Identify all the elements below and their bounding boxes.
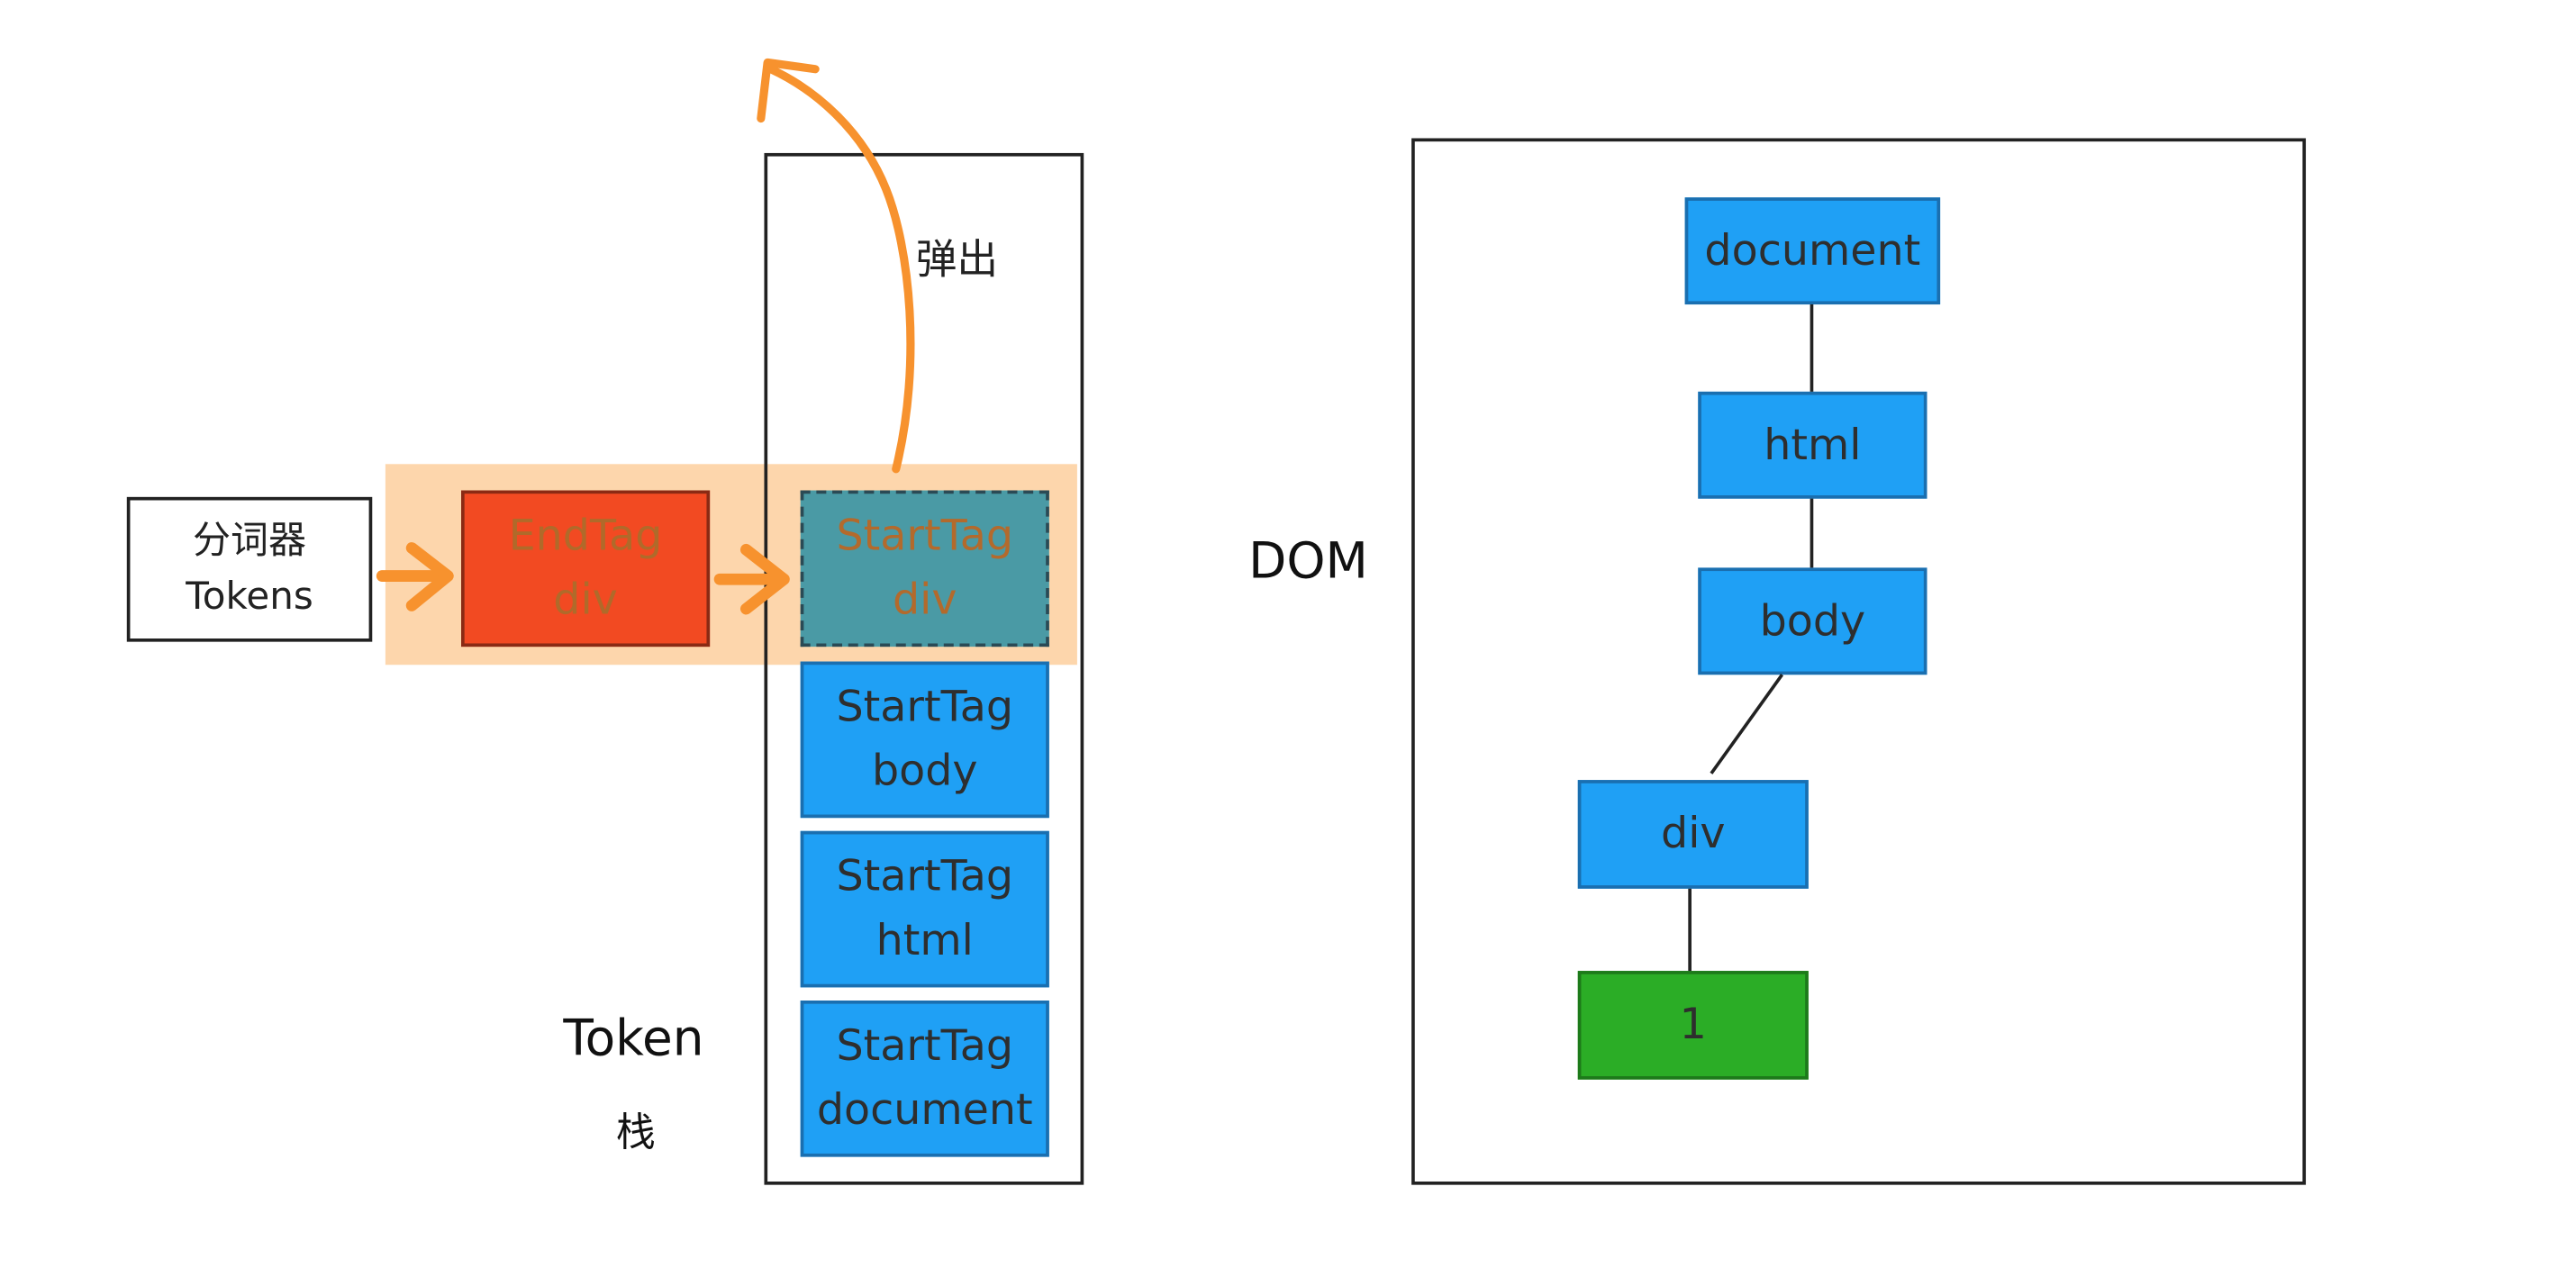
tokenizer-title: 分词器	[192, 519, 307, 563]
stack-item-tag: document	[816, 1085, 1033, 1135]
dom-node-text: 1	[1577, 971, 1809, 1080]
dom-label: DOM	[1248, 533, 1368, 592]
stack-item-type: StartTag	[836, 851, 1014, 901]
tokenizer-box: 分词器 Tokens	[126, 496, 373, 642]
stack-item-start-tag-html: StartTag html	[800, 830, 1049, 988]
dom-tree-frame	[1411, 138, 2307, 1185]
end-tag-token: EndTag div	[461, 490, 711, 648]
stack-item-tag: html	[875, 915, 974, 965]
pop-label: 弹出	[915, 235, 999, 284]
stack-item-tag: div	[892, 575, 957, 625]
stack-item-type: StartTag	[836, 1020, 1014, 1071]
token-stack-caption: Token	[563, 1010, 704, 1068]
stack-item-tag: body	[871, 746, 978, 796]
stack-item-type: StartTag	[836, 682, 1014, 732]
tokenizer-subtitle: Tokens	[186, 575, 313, 620]
dom-node-document: document	[1684, 197, 1941, 305]
dom-node-div: div	[1577, 780, 1809, 889]
dom-node-body: body	[1698, 567, 1927, 675]
end-tag-name: div	[553, 575, 618, 625]
stack-item-start-tag-body: StartTag body	[800, 661, 1049, 819]
end-tag-type: EndTag	[508, 511, 663, 561]
token-stack-frame	[764, 152, 1084, 1185]
stack-item-start-tag-div: StartTag div	[800, 490, 1049, 648]
stack-item-type: StartTag	[836, 511, 1014, 561]
stack-item-start-tag-document: StartTag document	[800, 1000, 1049, 1157]
dom-node-html: html	[1698, 391, 1927, 499]
token-stack-caption-zh: 栈	[615, 1109, 656, 1155]
